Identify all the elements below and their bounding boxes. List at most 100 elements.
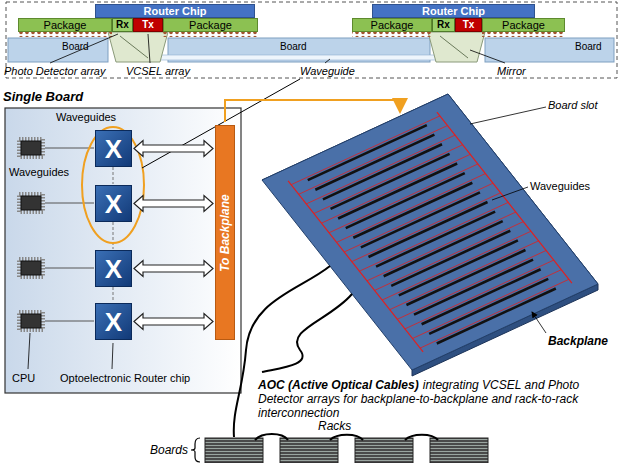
double-arrow (134, 261, 213, 277)
note-block: AOC (Active Optical Cables)integrating V… (258, 378, 620, 420)
cpu-chips (21, 261, 41, 275)
slot-pointer (225, 100, 400, 122)
backplane-waveguide (375, 222, 524, 291)
part-label: Waveguides (56, 111, 116, 123)
backplane (262, 94, 598, 376)
box-label: Package (189, 20, 232, 31)
box-label: X (105, 309, 122, 335)
rx-box: Rx (112, 18, 133, 32)
racks (205, 438, 263, 463)
router-switch: X (95, 130, 132, 167)
box-label: Rx (116, 20, 129, 30)
board-waveguide (113, 222, 114, 249)
backplane-connector: To Backplane (215, 125, 235, 340)
backplane-waveguide (397, 250, 546, 319)
leader-line (50, 34, 118, 63)
package-box: Package (352, 18, 432, 32)
board-panel (5, 108, 241, 393)
part-label: Board (575, 41, 602, 52)
router-switch: X (95, 250, 132, 287)
solder-balls (352, 32, 432, 37)
box-label: Rx (437, 20, 450, 30)
part-label: Waveguides (9, 166, 69, 178)
backplane-waveguide (337, 174, 486, 243)
cpu-link (45, 148, 94, 149)
package-box: Package (18, 18, 112, 32)
backplane-waveguide (321, 154, 470, 223)
package-box: Package (163, 18, 258, 32)
leader-line (325, 59, 330, 63)
cpu-chips (21, 141, 41, 155)
leader-line (492, 187, 528, 200)
solder-balls (163, 32, 258, 37)
leader-arrow (532, 312, 546, 333)
board-waveguide (113, 167, 114, 184)
cpu-link (45, 203, 94, 204)
tx-box: Tx (455, 18, 482, 32)
double-arrow (134, 314, 213, 330)
callout-label: Waveguides (530, 180, 590, 192)
solder-balls (18, 32, 112, 37)
box-label: Package (502, 20, 545, 31)
backplane-waveguide (306, 135, 455, 204)
part-label: Board (280, 41, 307, 52)
box-label: X (105, 256, 122, 282)
board-band (8, 38, 108, 62)
package-box: Package (482, 18, 565, 32)
backplane-slab (262, 94, 598, 370)
callout-label: Optoelectronic Router chip (60, 372, 190, 384)
backplane-waveguide (329, 164, 478, 233)
box-label: X (105, 136, 122, 162)
bracket (191, 438, 200, 462)
rack-cable (330, 435, 363, 440)
waveguide (140, 55, 460, 60)
part-label: Board (62, 41, 89, 52)
cpu-chips (19, 259, 43, 277)
rack-cable (255, 434, 438, 440)
box-label: Router Chip (422, 6, 485, 17)
racks (191, 434, 488, 463)
backplane-waveguide (299, 126, 448, 195)
callout-label: VCSEL array (126, 65, 190, 77)
optical-cable (262, 294, 352, 372)
board-band (485, 38, 614, 62)
single-board (5, 79, 300, 393)
group-label: Boards (150, 444, 188, 457)
racks (355, 438, 413, 463)
backplane-waveguide (420, 279, 569, 348)
backplane-waveguide (288, 112, 572, 352)
router-chip: Router Chip (95, 4, 255, 18)
board-panel: Single BoardXXXXTo Backplane (5, 108, 241, 393)
backplane-waveguide (291, 116, 440, 185)
cpu-chips (19, 194, 43, 212)
mirror (428, 32, 485, 62)
board-slot (422, 269, 541, 324)
racks (280, 438, 338, 463)
highlight-ellipse (82, 127, 144, 243)
racks (430, 438, 488, 463)
rack-cable (405, 435, 438, 440)
cpu-chips (21, 196, 41, 210)
backplane-waveguide (352, 193, 501, 262)
cpu-chips (21, 314, 41, 328)
box-label: Package (371, 20, 414, 31)
backplane-waveguide (344, 183, 493, 252)
box-label: Router Chip (144, 6, 207, 17)
backplane-waveguide (367, 212, 516, 281)
mirror-face (120, 36, 148, 58)
box-label: To Backplane (219, 194, 231, 272)
note-text: AOC (Active Optical Cables) (258, 378, 419, 392)
box-label: X (105, 191, 122, 217)
board-slot (437, 288, 556, 343)
mirror-face (440, 36, 468, 58)
board-waveguide (113, 287, 114, 302)
double-arrow (134, 196, 213, 212)
rack-cable (255, 434, 288, 440)
double-arrow (134, 141, 213, 157)
backplane-waveguide (413, 270, 562, 339)
mirror (108, 32, 168, 62)
callout-label: Photo Detector array (4, 65, 106, 77)
cpu-chips (19, 139, 43, 157)
box-label: Tx (142, 20, 154, 30)
backplane-waveguide (382, 231, 531, 300)
